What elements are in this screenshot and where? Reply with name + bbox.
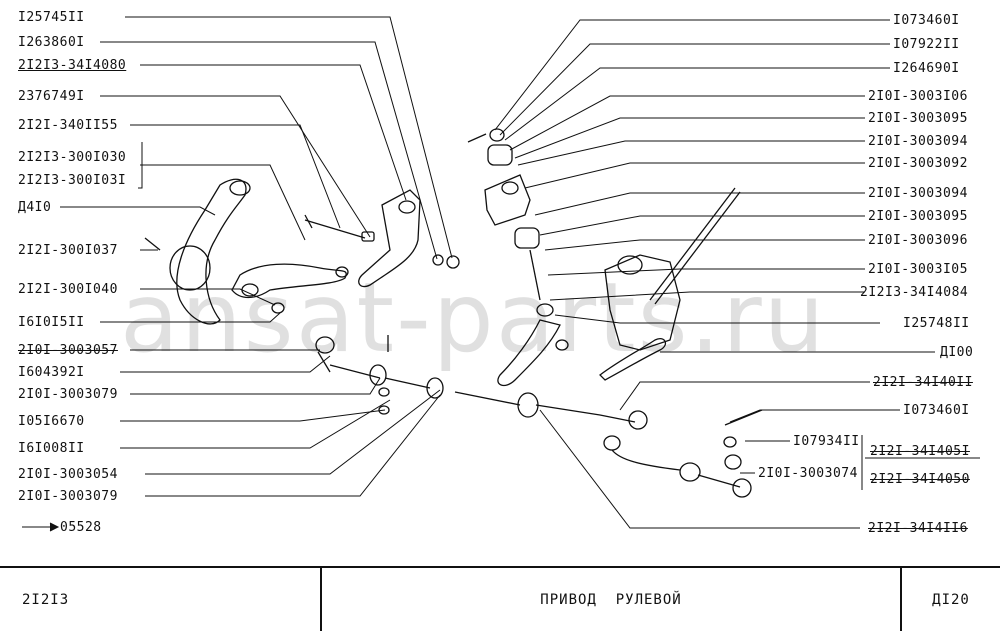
assembly-drawing <box>22 16 980 532</box>
central-arm-assembly <box>467 128 569 387</box>
part-label: Д4I0 <box>18 200 52 215</box>
part-label: 2I2I-34I40II <box>873 375 973 390</box>
part-label: I25745II <box>18 10 85 25</box>
part-label: I6I0I5II <box>18 315 85 330</box>
part-label: 2I2I3-34I4084 <box>860 285 969 300</box>
part-label: 05528 <box>60 520 102 535</box>
right-leader-lines <box>494 19 980 529</box>
part-label: I263860I <box>18 35 85 50</box>
part-label: 2I0I-3003092 <box>868 156 968 171</box>
watermark: ansat-parts.ru <box>120 262 827 374</box>
part-label: 2I2I-34I4II6 <box>868 521 968 536</box>
part-label: 2I2I3-300I03I <box>18 173 127 188</box>
part-label: I604392I <box>18 365 85 380</box>
part-label: 2I2I-340II55 <box>18 118 118 133</box>
part-label: 2I2I3-34I4080 <box>18 58 127 73</box>
part-label: I07934II <box>793 434 860 449</box>
part-label: 2I0I-3003094 <box>868 134 968 149</box>
part-label: 2I0I-3003I05 <box>868 262 968 277</box>
part-label: I073460I <box>893 13 960 28</box>
left-knuckle-assembly <box>144 178 460 325</box>
part-label: 2I2I-34I405I <box>870 444 970 459</box>
part-label: 2376749I <box>18 89 85 104</box>
title-divider <box>900 568 902 631</box>
part-label: 2I2I3-300I030 <box>18 150 127 165</box>
left-leader-lines <box>22 16 453 532</box>
part-label: 2I2I-34I4050 <box>870 472 970 487</box>
center-tie-rod <box>454 391 648 430</box>
part-label: 2I0I-3003094 <box>868 186 968 201</box>
part-label: I05I6670 <box>18 414 85 429</box>
part-label: 2I0I-3003079 <box>18 387 118 402</box>
drawing-title: ПРИВОД РУЛЕВОЙ <box>540 591 682 608</box>
part-label: I073460I <box>903 403 970 418</box>
left-tie-rod <box>315 335 444 415</box>
part-label: I6I008II <box>18 441 85 456</box>
part-label: 2I0I-3003057 <box>18 343 118 358</box>
part-label: ДI00 <box>940 345 974 360</box>
part-label: 2I2I-300I040 <box>18 282 118 297</box>
part-label: I07922II <box>893 37 960 52</box>
model-code: 2I2I3 <box>22 591 70 608</box>
sheet-code: ДI20 <box>932 591 970 608</box>
part-label: 2I0I-3003I06 <box>868 89 968 104</box>
right-tie-rod <box>603 409 763 498</box>
part-label: 2I0I-3003095 <box>868 209 968 224</box>
steering-gear-box <box>599 187 741 381</box>
part-label: 2I0I-3003095 <box>868 111 968 126</box>
title-block: 2I2I3 ПРИВОД РУЛЕВОЙ ДI20 <box>0 566 1000 631</box>
title-divider <box>320 568 322 631</box>
part-label: 2I0I-3003096 <box>868 233 968 248</box>
part-label: I25748II <box>903 316 970 331</box>
part-label: 2I0I-3003074 <box>758 466 858 481</box>
part-label: 2I2I-300I037 <box>18 243 118 258</box>
part-label: 2I0I-3003054 <box>18 467 118 482</box>
part-label: 2I0I-3003079 <box>18 489 118 504</box>
part-label: I264690I <box>893 61 960 76</box>
